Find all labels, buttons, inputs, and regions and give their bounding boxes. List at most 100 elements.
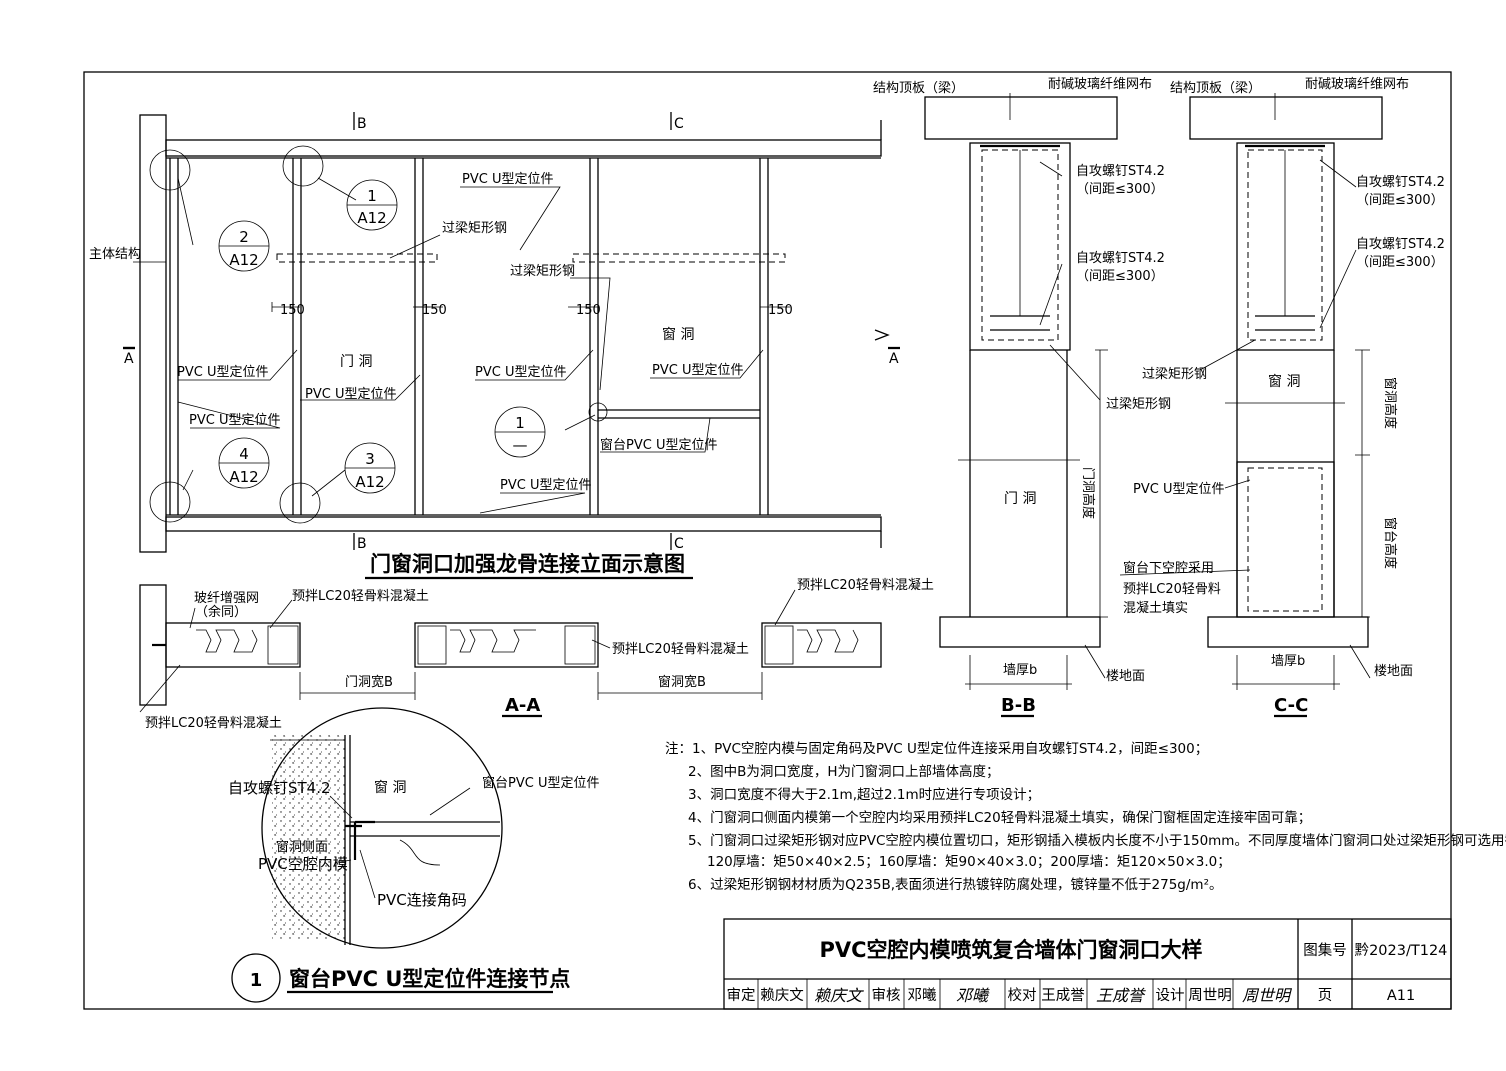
- note-1: 注：1、PVC空腔内模与固定角码及PVC U型定位件连接采用自攻螺钉ST4.2，…: [665, 740, 1208, 757]
- svg-text:—: —: [513, 436, 528, 454]
- dim-150-2: 150: [422, 303, 447, 318]
- cc-screw-2-label: 自攻螺钉ST4.2: [1356, 237, 1445, 252]
- detail-side-1-label: 窗洞侧面: [276, 839, 328, 855]
- svg-text:1: 1: [515, 414, 525, 432]
- detail-1-drawing: [231, 707, 553, 1003]
- concrete-label-2: 预拌LC20轻骨料混凝土: [145, 715, 282, 731]
- pvc-u-top-label: PVC U型定位件: [462, 172, 553, 187]
- bb-thickness-label: 墙厚b: [1003, 663, 1037, 678]
- title-block: [723, 918, 1452, 1010]
- fiber-mesh-sub-label: （余同）: [195, 604, 247, 620]
- section-aa-title: A-A: [505, 695, 540, 716]
- svg-text:A12: A12: [355, 473, 384, 491]
- atlas-label: 图集号: [1303, 942, 1347, 959]
- section-bb-drawing: [924, 93, 1118, 718]
- atlas-number: 黔2023/T124: [1355, 942, 1448, 959]
- bb-mesh-label: 耐碱玻璃纤维网布: [1048, 77, 1152, 92]
- svg-text:1: 1: [367, 187, 377, 205]
- check-name: 邓曦: [908, 987, 937, 1004]
- cc-lintel-label: 过梁矩形钢: [1142, 367, 1207, 382]
- detail-window-label: 窗 洞: [374, 779, 406, 796]
- cc-slab-label: 结构顶板（梁）: [1170, 81, 1261, 96]
- door-opening-label: 门 洞: [340, 354, 372, 370]
- section-b-bottom: B: [357, 536, 367, 552]
- callout-1-a12: 1 A12: [346, 179, 398, 231]
- detail-title: 窗台PVC U型定位件连接节点: [289, 967, 570, 991]
- window-width-label: 窗洞宽B: [658, 674, 706, 690]
- cc-fill-3-label: 混凝土填实: [1123, 600, 1188, 616]
- fiber-mesh-label: 玻纤增强网: [194, 591, 259, 606]
- note-6: 6、过梁矩形钢钢材材质为Q235B,表面须进行热镀锌防腐处理，镀锌量不低于275…: [688, 876, 1222, 893]
- section-c-bottom: C: [674, 536, 684, 552]
- check-signature: 邓曦: [956, 986, 990, 1005]
- pvc-u-bottom-label: PVC U型定位件: [500, 478, 591, 493]
- pvc-u-door-label: PVC U型定位件: [305, 387, 396, 402]
- detail-screw-label: 自攻螺钉ST4.2: [228, 779, 331, 797]
- proof-name: 王成誉: [1041, 987, 1085, 1004]
- note-5: 5、门窗洞口过梁矩形钢对应PVC空腔内模位置切口，矩形钢插入模板内长度不小于15…: [688, 832, 1506, 849]
- cc-screw-1-sub-label: （间距≤300）: [1356, 193, 1444, 208]
- section-b-top: B: [357, 116, 367, 132]
- note-4: 4、门窗洞口侧面内模第一个空腔内均采用预拌LC20轻骨料混凝土填实，确保门窗框固…: [688, 809, 1311, 826]
- callout-2-a12: 2 A12: [218, 220, 270, 272]
- lintel-label-2: 过梁矩形钢: [510, 264, 575, 279]
- bb-door-height-label: 门洞高度: [1080, 467, 1096, 519]
- svg-text:2: 2: [239, 228, 249, 246]
- note-3: 3、洞口宽度不得大于2.1m,超过2.1m时应进行专项设计；: [688, 786, 1040, 803]
- main-structure-label: 主体结构: [89, 247, 141, 262]
- design-signature: 周世明: [1242, 986, 1293, 1005]
- bb-screw-2-label: 自攻螺钉ST4.2: [1076, 251, 1165, 266]
- detail-num: 1: [250, 970, 263, 991]
- pvc-u-left2-label: PVC U型定位件: [189, 413, 280, 428]
- detail-sill-pvc-label: 窗台PVC U型定位件: [482, 775, 599, 791]
- detail-corner-label: PVC连接角码: [377, 891, 467, 909]
- pvc-u-mid-label: PVC U型定位件: [475, 365, 566, 380]
- dim-150-1: 150: [280, 303, 305, 318]
- concrete-label-4: 预拌LC20轻骨料混凝土: [797, 577, 934, 593]
- bb-screw-1-label: 自攻螺钉ST4.2: [1076, 164, 1165, 179]
- pvc-u-win-label: PVC U型定位件: [652, 363, 743, 378]
- sill-pvc-u-label: 窗台PVC U型定位件: [600, 437, 717, 453]
- review-signature: 赖庆文: [814, 986, 864, 1005]
- cc-window-label: 窗 洞: [1268, 373, 1300, 390]
- door-width-label: 门洞宽B: [345, 674, 393, 690]
- page-label: 页: [1318, 988, 1333, 1004]
- cc-floor-label: 楼地面: [1374, 664, 1413, 679]
- concrete-label-1: 预拌LC20轻骨料混凝土: [292, 588, 429, 604]
- callout-4-a12: 4 A12: [218, 437, 270, 489]
- design-name: 周世明: [1188, 987, 1232, 1004]
- callout-3-a12: 3 A12: [344, 442, 396, 494]
- cc-pvc-u-label: PVC U型定位件: [1133, 482, 1224, 497]
- svg-text:3: 3: [365, 450, 375, 468]
- proof-signature: 王成誉: [1096, 986, 1146, 1005]
- note-2: 2、图中B为洞口宽度，H为门窗洞口上部墙体高度；: [688, 763, 1000, 780]
- concrete-label-3: 预拌LC20轻骨料混凝土: [612, 641, 749, 657]
- cc-sill-height-label: 窗台高度: [1382, 517, 1398, 569]
- svg-text:4: 4: [239, 445, 249, 463]
- page-number: A11: [1387, 988, 1415, 1004]
- section-bb-title: B-B: [1001, 695, 1036, 716]
- cc-window-height-label: 窗洞高度: [1382, 377, 1398, 429]
- dim-150-3: 150: [576, 303, 601, 318]
- section-aa-drawing: [139, 584, 882, 718]
- review-label: 审定: [727, 987, 756, 1004]
- review-name: 赖庆文: [760, 987, 804, 1004]
- bb-floor-label: 楼地面: [1106, 669, 1145, 684]
- pvc-u-left1-label: PVC U型定位件: [177, 365, 268, 380]
- svg-text:A12: A12: [229, 468, 258, 486]
- cc-fill-2-label: 预拌LC20轻骨料: [1123, 582, 1221, 597]
- cc-screw-1-label: 自攻螺钉ST4.2: [1356, 175, 1445, 190]
- cc-mesh-label: 耐碱玻璃纤维网布: [1305, 77, 1409, 92]
- cc-fill-1-label: 窗台下空腔采用: [1123, 560, 1214, 576]
- proof-label: 校对: [1008, 987, 1037, 1004]
- check-label: 审核: [872, 987, 901, 1004]
- design-label: 设计: [1156, 987, 1185, 1004]
- section-c-top: C: [674, 116, 684, 132]
- svg-text:A12: A12: [229, 251, 258, 269]
- section-cc-drawing: [1119, 93, 1383, 718]
- detail-side-2-label: PVC空腔内模: [258, 855, 348, 873]
- callout-1-detail: 1 —: [494, 406, 546, 458]
- bb-screw-1-sub-label: （间距≤300）: [1076, 182, 1164, 197]
- window-opening-label: 窗 洞: [662, 326, 694, 343]
